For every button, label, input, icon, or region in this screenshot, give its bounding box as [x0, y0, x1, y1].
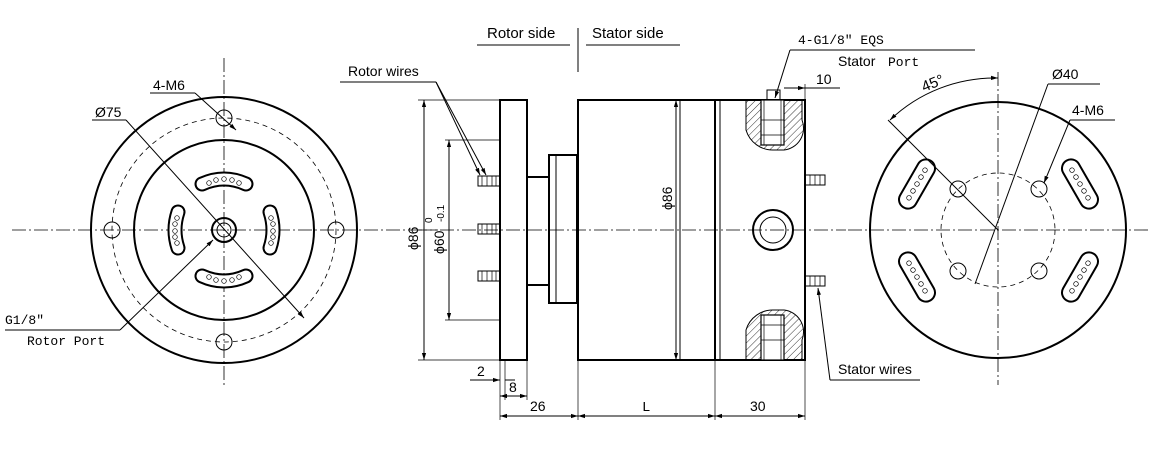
- port-spec-label: 4-G1/8″ EQS: [798, 33, 884, 48]
- mount-hole: [1030, 262, 1048, 280]
- left-diameter-label: Ø75: [95, 104, 122, 120]
- stator-port-word: Stator: [838, 53, 876, 69]
- mount-hole: [949, 262, 967, 280]
- rotor-wires-label: Rotor wires: [348, 63, 419, 79]
- stator-wires-label: Stator wires: [838, 361, 912, 377]
- rotor-wire-group-bottom: [194, 268, 254, 289]
- stator-wire-slot: [898, 251, 936, 303]
- rotor-wire-pins: [477, 175, 501, 282]
- mount-hole: [327, 221, 345, 239]
- side-view: ϕ86 ϕ60 0 -0.1 ϕ86 Rotor wires 4-G1/8″ E…: [340, 33, 975, 420]
- mount-hole: [1030, 180, 1048, 198]
- rotor-port-hole: [211, 217, 237, 243]
- dim-26: 26: [530, 398, 546, 414]
- dim-10: 10: [816, 71, 832, 87]
- mount-hole: [215, 333, 233, 351]
- dim-dia-86-body: ϕ86: [659, 186, 675, 210]
- stator-wire-slot: [1061, 251, 1099, 303]
- dim-dia-60: ϕ60: [431, 230, 447, 254]
- side-labels: Rotor side Stator side: [477, 25, 680, 72]
- left-mount-holes-label: 4-M6: [153, 77, 185, 93]
- mount-hole: [949, 180, 967, 198]
- mount-hole: [103, 221, 121, 239]
- rotor-wire-group-right: [262, 204, 281, 256]
- stator-port-port: Port: [888, 55, 919, 70]
- mount-hole: [215, 109, 233, 127]
- rotor-wire-group-left: [167, 204, 186, 256]
- dim-tol-lower: -0.1: [436, 204, 447, 222]
- dim-2: 2: [477, 363, 485, 379]
- angle-label: 45°: [919, 71, 946, 95]
- dim-dia-86-flange: ϕ86: [405, 226, 421, 250]
- right-diameter-label: Ø40: [1052, 66, 1079, 82]
- stator-side-port: [752, 209, 794, 251]
- dim-30: 30: [750, 398, 766, 414]
- right-mount-holes-label: 4-M6: [1072, 102, 1104, 118]
- dim-L: L: [642, 400, 650, 416]
- stator-wire-slot: [898, 158, 936, 210]
- rotor-wire-group-top: [194, 171, 254, 192]
- rotor-port-label: Rotor Port: [27, 334, 105, 349]
- right-end-view: 45° Ø40 4-M6: [848, 66, 1150, 385]
- rotor-side-label: Rotor side: [487, 25, 555, 42]
- dim-tol-upper: 0: [424, 217, 435, 223]
- rotor-port-thread-label: G1/8″: [5, 313, 44, 328]
- left-end-view: 4-M6 Ø75 G1/8″ Rotor Port: [5, 58, 438, 385]
- stator-side-label: Stator side: [592, 25, 664, 42]
- stator-wire-slot: [1061, 158, 1099, 210]
- dim-8: 8: [509, 379, 517, 395]
- stator-wire-pins: [804, 174, 826, 287]
